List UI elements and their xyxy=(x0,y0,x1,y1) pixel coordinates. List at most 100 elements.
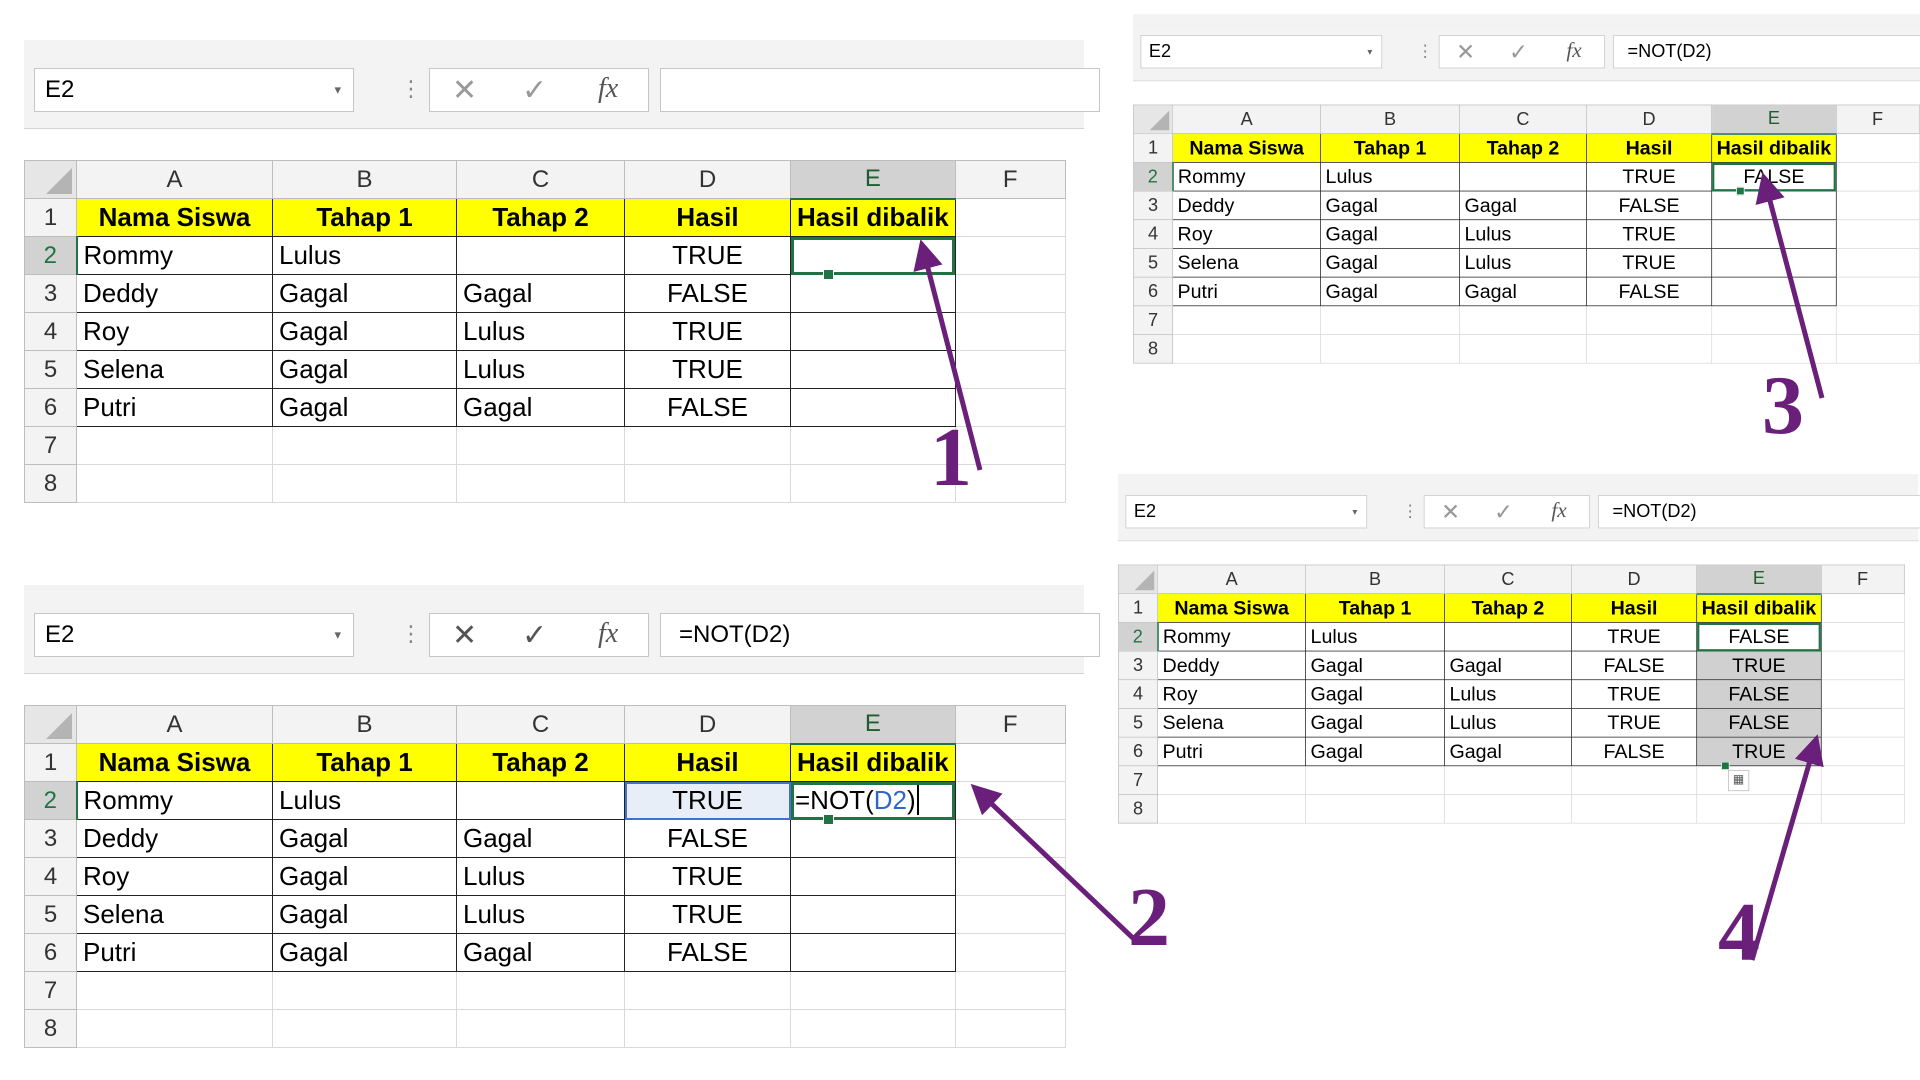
cell-tahap2[interactable]: Lulus xyxy=(1444,708,1572,738)
cell-tahap2[interactable]: Lulus xyxy=(1444,679,1572,709)
row-header-6[interactable]: 6 xyxy=(24,388,77,427)
cell-tahap1[interactable]: Gagal xyxy=(1320,276,1460,307)
cell-tahap1[interactable]: Lulus xyxy=(1305,621,1445,652)
chevron-down-icon[interactable]: ▾ xyxy=(1367,45,1373,58)
cell-nama[interactable]: Putri xyxy=(76,933,273,972)
row-header-5[interactable]: 5 xyxy=(24,350,77,389)
column-header-a[interactable]: A xyxy=(1172,104,1321,135)
row-header-6[interactable]: 6 xyxy=(1132,276,1174,307)
header-cell[interactable]: Hasil dibalik xyxy=(790,743,956,782)
column-header-f[interactable]: F xyxy=(1820,564,1905,595)
header-cell[interactable]: Tahap 1 xyxy=(1320,133,1460,163)
cell-tahap1[interactable]: Gagal xyxy=(1305,650,1445,681)
chevron-down-icon[interactable]: ▾ xyxy=(1352,505,1358,518)
cell[interactable] xyxy=(272,426,457,465)
fill-handle[interactable] xyxy=(823,814,834,825)
cell[interactable] xyxy=(1711,305,1837,335)
cell-nama[interactable]: Selena xyxy=(76,350,273,389)
cell-tahap2[interactable]: Lulus xyxy=(456,895,625,934)
cell[interactable] xyxy=(1835,219,1920,249)
cell[interactable] xyxy=(456,426,625,465)
header-cell[interactable]: Hasil dibalik xyxy=(1711,133,1837,163)
drag-handle-icon[interactable]: ⋮ xyxy=(400,76,422,101)
row-header-3[interactable]: 3 xyxy=(24,274,77,313)
cell-hasil[interactable]: TRUE xyxy=(624,350,791,389)
name-box[interactable]: E2▾ xyxy=(1140,35,1383,69)
cell[interactable] xyxy=(624,464,791,503)
cell-nama[interactable]: Deddy xyxy=(76,274,273,313)
cancel-x-icon[interactable]: ✕ xyxy=(1456,39,1476,65)
row-header-8[interactable]: 8 xyxy=(24,1009,77,1048)
cell[interactable] xyxy=(272,464,457,503)
cell-tahap1[interactable]: Gagal xyxy=(1320,219,1460,249)
row-header-5[interactable]: 5 xyxy=(1132,248,1174,278)
cell-hasil-dibalik[interactable] xyxy=(790,388,956,427)
row-header-4[interactable]: 4 xyxy=(24,312,77,351)
row-header-2[interactable]: 2 xyxy=(24,236,78,275)
row-header-6[interactable]: 6 xyxy=(1117,736,1159,767)
fx-icon[interactable]: fx xyxy=(1551,498,1567,523)
cell-hasil-dibalik[interactable] xyxy=(1711,276,1837,307)
cell[interactable] xyxy=(1835,248,1920,278)
cell[interactable] xyxy=(954,388,1066,427)
drag-handle-icon[interactable]: ⋮ xyxy=(1416,41,1434,61)
cell[interactable] xyxy=(1305,794,1445,824)
header-cell[interactable]: Nama Siswa xyxy=(76,198,273,237)
cell[interactable] xyxy=(1835,276,1920,307)
enter-check-icon[interactable]: ✓ xyxy=(522,619,548,652)
cell-hasil-dibalik[interactable]: TRUE xyxy=(1696,736,1822,767)
header-cell[interactable]: Tahap 1 xyxy=(272,743,457,782)
row-header-4[interactable]: 4 xyxy=(24,857,77,896)
cell-hasil-dibalik[interactable] xyxy=(790,895,956,934)
cell[interactable] xyxy=(1835,190,1920,221)
cell[interactable] xyxy=(624,426,791,465)
drag-handle-icon[interactable]: ⋮ xyxy=(400,621,422,646)
cell[interactable] xyxy=(1711,334,1837,364)
cell-hasil[interactable]: TRUE xyxy=(1585,248,1713,278)
cell-nama[interactable]: Rommy xyxy=(1172,161,1321,192)
cell[interactable] xyxy=(1585,305,1713,335)
header-cell[interactable]: Hasil xyxy=(1570,593,1698,623)
cell-tahap1[interactable]: Gagal xyxy=(272,933,457,972)
column-header-c[interactable]: C xyxy=(456,705,625,744)
cell[interactable] xyxy=(76,1009,273,1048)
cell[interactable] xyxy=(954,198,1066,237)
chevron-down-icon[interactable]: ▾ xyxy=(334,627,341,642)
cell[interactable] xyxy=(790,971,956,1010)
row-header-8[interactable]: 8 xyxy=(24,464,77,503)
formula-input[interactable]: =NOT(D2) xyxy=(660,613,1100,657)
header-cell[interactable]: Hasil dibalik xyxy=(1696,593,1822,623)
header-cell[interactable]: Nama Siswa xyxy=(1172,133,1321,163)
cell-hasil[interactable]: TRUE xyxy=(1570,679,1698,709)
cell[interactable] xyxy=(1320,305,1460,335)
row-header-3[interactable]: 3 xyxy=(1132,190,1174,221)
header-cell[interactable]: Nama Siswa xyxy=(76,743,273,782)
fill-handle[interactable] xyxy=(823,269,834,280)
cell[interactable] xyxy=(1835,161,1920,192)
cell[interactable] xyxy=(76,971,273,1010)
cell-tahap2[interactable]: Gagal xyxy=(456,274,625,313)
column-header-b[interactable]: B xyxy=(1320,104,1460,135)
row-header-8[interactable]: 8 xyxy=(1117,794,1159,824)
cell-hasil-dibalik[interactable] xyxy=(790,933,956,972)
cell-hasil[interactable]: FALSE xyxy=(1570,736,1698,767)
header-cell[interactable]: Tahap 2 xyxy=(1459,133,1587,163)
cell[interactable] xyxy=(1820,650,1905,681)
row-header-6[interactable]: 6 xyxy=(24,933,77,972)
cell[interactable] xyxy=(76,464,273,503)
cell[interactable] xyxy=(1820,794,1905,824)
row-header-8[interactable]: 8 xyxy=(1132,334,1174,364)
cell[interactable] xyxy=(1835,133,1920,163)
cell[interactable] xyxy=(1570,765,1698,795)
cell-tahap2[interactable]: Gagal xyxy=(1459,190,1587,221)
cell[interactable] xyxy=(1172,334,1321,364)
cell-hasil-dibalik[interactable]: TRUE xyxy=(1696,650,1822,681)
fill-handle[interactable] xyxy=(1736,186,1745,196)
cell[interactable] xyxy=(1305,765,1445,795)
cell-hasil[interactable]: FALSE xyxy=(624,819,791,858)
row-header-2[interactable]: 2 xyxy=(1132,161,1174,192)
cell-tahap2[interactable]: Gagal xyxy=(1459,276,1587,307)
cell-tahap1[interactable]: Gagal xyxy=(1320,190,1460,221)
cell[interactable] xyxy=(1320,334,1460,364)
column-header-a[interactable]: A xyxy=(1157,564,1306,595)
